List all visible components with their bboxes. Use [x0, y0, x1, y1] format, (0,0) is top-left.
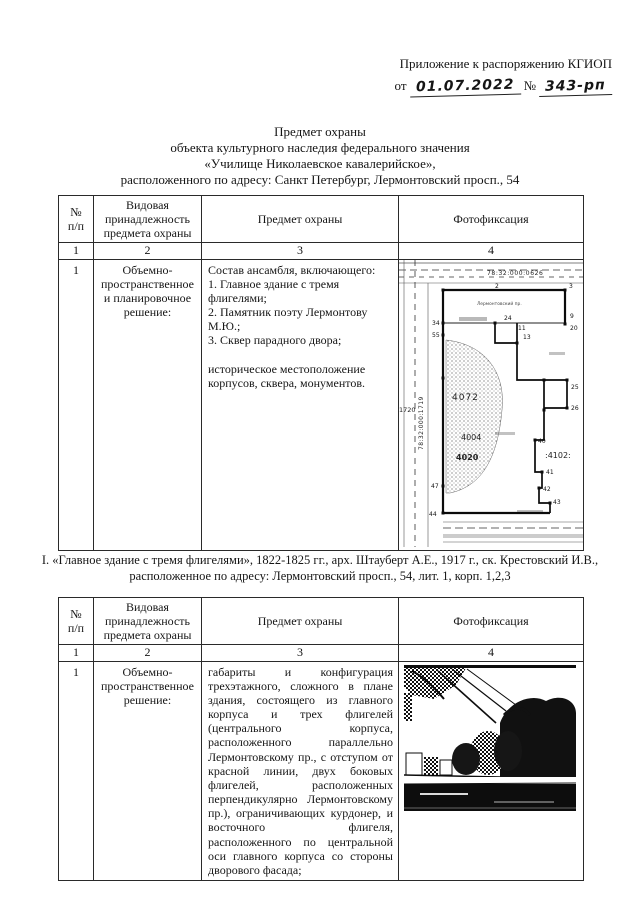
colnum-1: 1 [58, 644, 94, 662]
point-26-label: 26 [571, 405, 579, 412]
parcel-1720-label: 1720 [399, 406, 416, 414]
colnum-4: 4 [398, 644, 584, 662]
header-subject: Предмет охраны [201, 596, 399, 646]
point-43-label: 43 [553, 499, 561, 506]
point-44-label: 44 [429, 511, 437, 518]
point-41-label: 41 [546, 469, 554, 476]
cadastral-number-left: 78:32:000:1719 [418, 396, 425, 450]
row-subject: Состав ансамбля, включающего: 1. Главное… [201, 258, 399, 551]
main-building-table: № п/п Видовая принадлежность предмета ох… [58, 596, 584, 881]
row-category: Объемно- пространственное решение: [93, 660, 202, 881]
row-number: 1 [58, 660, 94, 881]
colnum-4: 4 [398, 242, 584, 260]
point-42-label: 42 [543, 486, 551, 493]
table-header-row: № п/п Видовая принадлежность предмета ох… [58, 194, 584, 244]
point-25-label: 25 [571, 384, 579, 391]
parcel-4020-label: 4020 [456, 453, 479, 462]
table-row: 1 Объемно- пространственное и планировоч… [58, 258, 584, 551]
point-11-label: 11 [518, 325, 526, 332]
colnum-1: 1 [58, 242, 94, 260]
parcel-4004-label: 4004 [461, 433, 481, 442]
title-line-2: объекта культурного наследия федеральног… [170, 139, 470, 155]
point-3-label: 3 [569, 283, 573, 290]
street-photo-image [403, 664, 577, 811]
column-number-row: 1 2 3 4 [58, 242, 584, 260]
cadastral-number-top: 78:32:000:0626 [487, 270, 543, 277]
table-row: 1 Объемно- пространственное решение: габ… [58, 660, 584, 881]
handwritten-date: 01.07.2022 [409, 76, 521, 98]
point-2-label: 2 [495, 283, 499, 290]
site-plan-image: 78:32:000:0626 78:32:000:1719 1720 Лермо… [399, 260, 583, 547]
point-9-label: 9 [570, 313, 574, 320]
header-num: № п/п [58, 194, 94, 244]
point-34-label: 34 [432, 320, 440, 327]
colnum-2: 2 [93, 644, 202, 662]
document-title: Предмет охраны объекта культурного насле… [0, 124, 640, 187]
row-number: 1 [58, 258, 94, 551]
ensemble-table: № п/п Видовая принадлежность предмета ох… [58, 194, 584, 551]
header-num: № п/п [58, 596, 94, 646]
point-20-label: 20 [570, 325, 578, 332]
colnum-3: 3 [201, 242, 399, 260]
row-category: Объемно- пространственное и планировочно… [93, 258, 202, 551]
parcel-4102-label: :4102: [545, 451, 571, 460]
handwritten-number: 343-рп [539, 77, 613, 97]
point-55-label: 55 [432, 332, 440, 339]
number-sign: № [523, 78, 537, 93]
point-47-label: 47 [431, 483, 439, 490]
section-1-heading: I. «Главное здание с тремя флигелями», 1… [41, 553, 599, 583]
parcel-4072-label: 4072 [452, 393, 479, 403]
colnum-3: 3 [201, 644, 399, 662]
row-photo-cell [398, 660, 584, 881]
colnum-2: 2 [93, 242, 202, 260]
point-40-label: 40 [538, 438, 546, 445]
column-number-row: 1 2 3 4 [58, 644, 584, 662]
header-subject: Предмет охраны [201, 194, 399, 244]
title-line-3: «Училище Николаевское кавалерийское», [204, 155, 436, 171]
header-category: Видовая принадлежность предмета охраны [93, 596, 202, 646]
date-prefix: от [394, 78, 407, 93]
point-24-label: 24 [504, 315, 512, 322]
order-date-number-line: от 01.07.2022 № 343-рп [394, 76, 613, 98]
point-13-label: 13 [523, 334, 531, 341]
title-line-4: расположенного по адресу: Санкт Петербур… [120, 171, 520, 187]
table-header-row: № п/п Видовая принадлежность предмета ох… [58, 596, 584, 646]
street-name-label: Лермонтовский пр. [477, 300, 522, 307]
header-category: Видовая принадлежность предмета охраны [93, 194, 202, 244]
row-photo-cell: 78:32:000:0626 78:32:000:1719 1720 Лермо… [398, 258, 584, 551]
header-photo: Фотофиксация [398, 596, 584, 646]
appendix-note: Приложение к распоряжению КГИОП [399, 56, 612, 71]
title-line-1: Предмет охраны [274, 124, 366, 139]
header-photo: Фотофиксация [398, 194, 584, 244]
row-subject: габариты и конфигурация трехэтажного, сл… [201, 660, 399, 881]
